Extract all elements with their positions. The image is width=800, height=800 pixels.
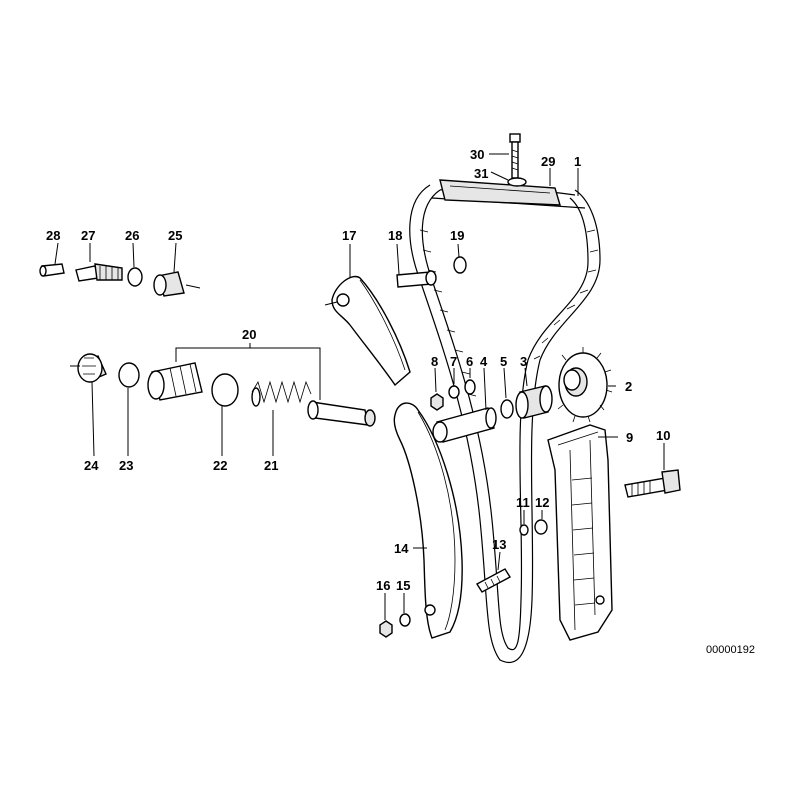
spring-21 (251, 380, 312, 407)
plug-28 (39, 263, 65, 277)
callout-19: 19 (450, 228, 464, 243)
callout-25: 25 (168, 228, 182, 243)
callout-30: 30 (470, 147, 484, 162)
callout-10: 10 (656, 428, 670, 443)
sealing-ring-23 (118, 362, 140, 388)
callout-28: 28 (46, 228, 60, 243)
sealing-ring-26 (127, 267, 143, 287)
callout-26: 26 (125, 228, 139, 243)
callout-23: 23 (119, 458, 133, 473)
sprocket-2 (557, 347, 613, 423)
callout-11: 11 (516, 495, 530, 510)
callout-1: 1 (574, 154, 581, 169)
screw-plug-25 (153, 271, 201, 297)
callout-6: 6 (466, 354, 473, 369)
callout-27: 27 (81, 228, 95, 243)
callout-21: 21 (264, 458, 278, 473)
washer-12 (534, 519, 548, 535)
callout-13: 13 (492, 537, 506, 552)
washer-6 (464, 379, 476, 395)
callout-9: 9 (626, 430, 633, 445)
piston (307, 400, 376, 427)
callout-15: 15 (396, 578, 410, 593)
callout-14: 14 (394, 541, 409, 556)
image-code: 00000192 (706, 644, 755, 656)
washer-31 (507, 177, 527, 187)
bracket-20 (175, 343, 321, 400)
callout-18: 18 (388, 228, 402, 243)
washer-15 (399, 613, 411, 627)
ring-22 (211, 373, 239, 407)
ring-19 (453, 256, 467, 274)
callout-8: 8 (431, 354, 438, 369)
callout-12: 12 (535, 495, 549, 510)
nut-8 (430, 393, 444, 411)
bolt-10 (624, 469, 681, 498)
callout-7: 7 (450, 354, 457, 369)
guide-rail-right (547, 424, 613, 641)
callout-20: 20 (242, 327, 256, 342)
valve-27 (75, 263, 123, 282)
callout-17: 17 (342, 228, 356, 243)
ring-5 (500, 399, 514, 419)
pivot-bolt (432, 407, 497, 443)
callout-22: 22 (213, 458, 227, 473)
leader-lines (54, 153, 665, 620)
washer-7 (448, 385, 460, 399)
callout-5: 5 (500, 354, 507, 369)
tensioner-plug-24 (70, 353, 107, 383)
pin-13 (476, 568, 511, 593)
callout-24: 24 (84, 458, 99, 473)
bushing-3 (515, 385, 553, 419)
callout-31: 31 (474, 166, 488, 181)
washer-11 (519, 524, 529, 536)
tensioner-rail-lower (393, 402, 463, 639)
callout-2: 2 (625, 379, 632, 394)
pin-18 (396, 270, 437, 288)
callout-29: 29 (541, 154, 555, 169)
tensioner-housing (147, 362, 203, 401)
bolt-30 (509, 133, 521, 179)
tensioner-rail-upper (324, 275, 411, 387)
callout-labels: 1 29 30 31 2 3 5 4 6 7 8 9 10 11 12 13 1… (46, 147, 670, 593)
callout-3: 3 (520, 354, 527, 369)
upper-guide-rail (439, 179, 561, 206)
callout-4: 4 (480, 354, 488, 369)
callout-16: 16 (376, 578, 390, 593)
nut-16 (379, 620, 393, 638)
